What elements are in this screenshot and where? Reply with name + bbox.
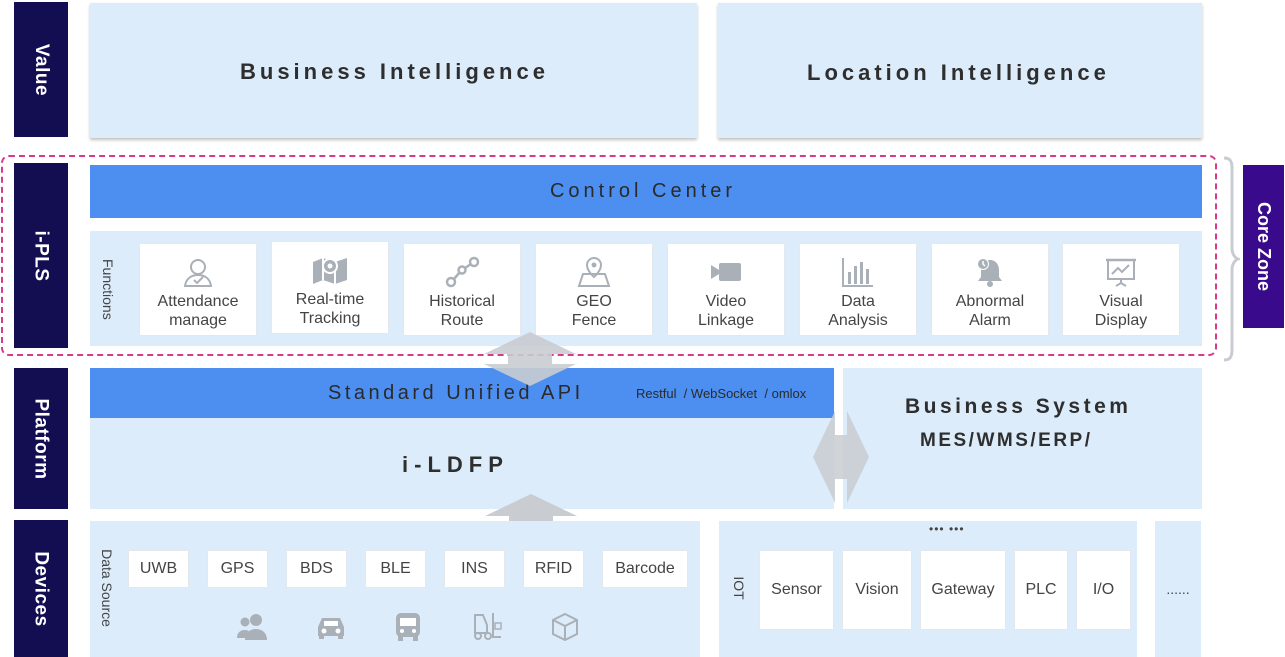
- business-system-panel: Business System MES/WMS/ERP/: [843, 368, 1202, 509]
- standard-api-bar: Standard Unified API Restful / WebSocket…: [90, 368, 834, 418]
- attendance-icon: [183, 259, 213, 287]
- route-icon: [445, 256, 480, 288]
- geofence-icon: [577, 256, 611, 287]
- business-intelligence-panel: Business Intelligence: [90, 3, 697, 138]
- iot-more-indicator: ••• •••: [929, 522, 965, 536]
- more-panel: ......: [1155, 521, 1201, 657]
- core-zone-brace: [1223, 156, 1240, 362]
- map-pin-icon: [313, 258, 347, 284]
- box-icon: [552, 612, 578, 642]
- iot-card-vision[interactable]: Vision: [842, 550, 912, 630]
- iot-card-plc[interactable]: PLC: [1014, 550, 1068, 630]
- control-center-bar: Control Center: [90, 165, 1202, 218]
- business-systems-list: MES/WMS/ERP/: [920, 430, 1093, 451]
- location-intelligence-panel: Location Intelligence: [718, 3, 1202, 138]
- more-ellipsis: ......: [1166, 581, 1190, 597]
- layer-label-devices: Devices: [14, 520, 68, 657]
- iot-card-gateway[interactable]: Gateway: [920, 550, 1006, 630]
- source-chip-barcode[interactable]: Barcode: [602, 550, 688, 588]
- source-chip-uwb[interactable]: UWB: [128, 550, 189, 588]
- double-arrow-horizontal: [813, 411, 869, 503]
- core-zone-outline: [1, 155, 1217, 356]
- ldfp-title: i-LDFP: [402, 452, 509, 477]
- layer-label-value: Value: [14, 2, 68, 137]
- data-source-label: Data Source: [99, 549, 115, 627]
- car-icon: [318, 618, 344, 639]
- source-chip-bds[interactable]: BDS: [286, 550, 347, 588]
- control-center-title: Control Center: [549, 180, 737, 202]
- bar-chart-icon: [842, 258, 873, 287]
- video-icon: [711, 263, 741, 281]
- layer-label-ipls: i-PLS: [14, 163, 68, 348]
- source-chip-rfid[interactable]: RFID: [523, 550, 584, 588]
- presentation-icon: [1106, 258, 1136, 287]
- forklift-icon: [474, 613, 502, 640]
- iot-card-sensor[interactable]: Sensor: [759, 550, 834, 630]
- core-zone-label: Core Zone: [1243, 165, 1284, 328]
- alarm-bell-icon: [977, 258, 1002, 287]
- data-source-panel: [90, 521, 700, 657]
- iot-label: IOT: [731, 576, 747, 600]
- location-intelligence-title: Location Intelligence: [807, 60, 1110, 85]
- api-protocols: Restful / WebSocket / omlox: [636, 385, 807, 401]
- people-icon: [237, 614, 267, 640]
- business-intelligence-title: Business Intelligence: [240, 59, 549, 84]
- business-system-title: Business System: [905, 395, 1132, 418]
- source-chip-gps[interactable]: GPS: [207, 550, 268, 588]
- standard-api-title: Standard Unified API: [328, 381, 584, 404]
- double-arrow-vertical-top: [484, 332, 576, 386]
- iot-card-io[interactable]: I/O: [1076, 550, 1131, 630]
- source-chip-ins[interactable]: INS: [444, 550, 505, 588]
- source-chip-ble[interactable]: BLE: [365, 550, 426, 588]
- layer-label-platform: Platform: [14, 368, 68, 509]
- bus-icon: [396, 613, 420, 641]
